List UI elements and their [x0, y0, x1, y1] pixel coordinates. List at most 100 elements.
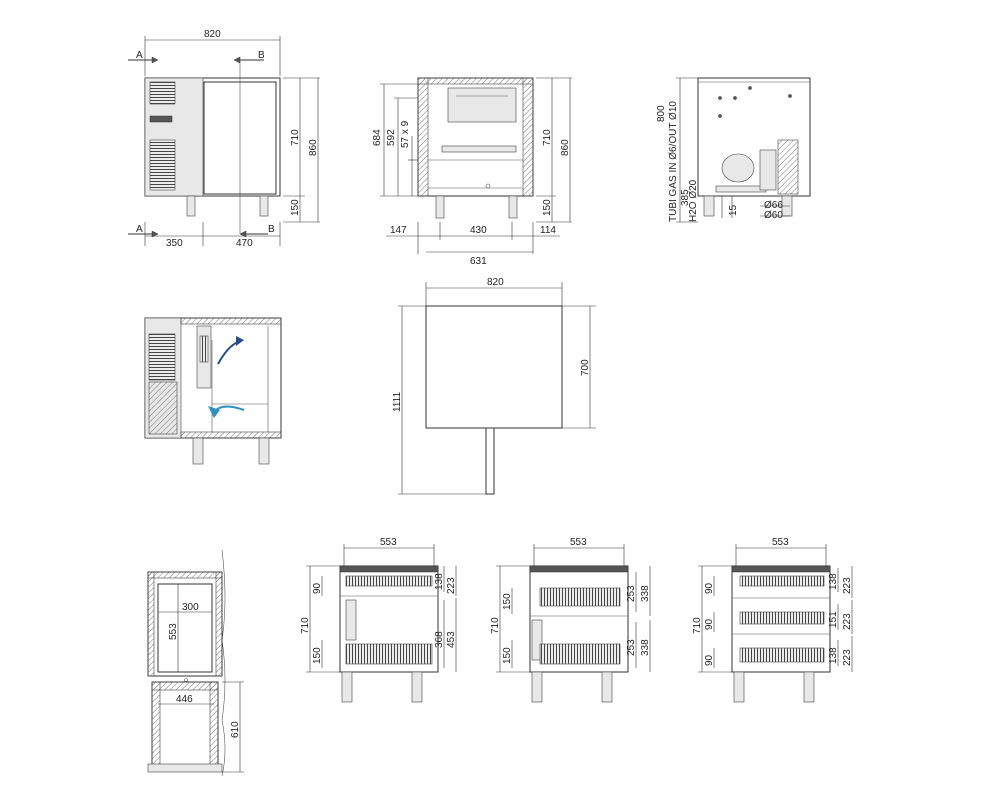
drawer3-mid-gap-label: 90: [704, 618, 715, 630]
drawer2-bottom-drawer: [539, 643, 621, 665]
section-bb-view: 684 592 57 x 9 710 860 150 147 430 114 6…: [372, 77, 572, 267]
section-bb-dim-total: 631: [470, 256, 487, 267]
section-aa-base-width-label: 446: [176, 694, 193, 705]
evaporator-unit: [447, 87, 517, 123]
drawer-config-2: 553 710 150 150 253 338 253 338: [490, 537, 651, 703]
condenser-block: [777, 139, 799, 195]
drawer2-right-dim-1: 253: [626, 585, 637, 602]
drawer3-top-panel: [731, 565, 831, 573]
plan-open-depth-label: 1111: [392, 392, 403, 412]
receiver-unit: [759, 149, 777, 191]
section-aa-base-frame: [151, 681, 219, 771]
section-b-bottom-label: B: [268, 224, 275, 235]
drawer1-bottom-drawer: [345, 643, 433, 665]
section-aa-base-height-label: 610: [230, 721, 241, 738]
side-dia-60-label: Ø60: [764, 210, 783, 221]
drawer1-top-drawer: [345, 575, 433, 587]
side-height-385-label: 385: [680, 189, 691, 206]
side-connections-view: 800 TUBI GAS IN Ø6/OUT Ø10 385 H2O Ø20 1…: [656, 77, 811, 223]
front-view: 820 A A B B 710 860 150: [128, 29, 320, 249]
front-leg-left: [186, 195, 196, 217]
drawer3-top-drawer: [739, 575, 825, 587]
front-right-part-label: 470: [236, 238, 253, 249]
return-air-arrowhead: [208, 406, 220, 418]
shelf: [441, 145, 517, 153]
drawer2-width-label: 553: [570, 537, 587, 548]
front-leg-height-label: 150: [290, 199, 301, 216]
drawer2-top-gap-label: 150: [502, 593, 513, 610]
drawer1-width-label: 553: [380, 537, 397, 548]
front-left-part-label: 350: [166, 238, 183, 249]
airflow-leg-right: [258, 437, 270, 465]
front-leg-right: [259, 195, 269, 217]
plan-view: 820 700 1111: [392, 277, 596, 495]
airflow-leg-left: [192, 437, 204, 465]
drawer3-leg-right: [803, 671, 815, 703]
drawer2-top-drawer: [539, 587, 621, 607]
vent-grille-top: [149, 81, 176, 105]
airflow-fan-coil: [199, 335, 209, 363]
drawer1-leg-right: [411, 671, 423, 703]
compressor: [721, 153, 755, 183]
drawer2-side-slot: [531, 619, 543, 661]
section-a-top-label: A: [136, 50, 143, 61]
drawer3-body-label: 710: [692, 617, 703, 634]
plan-top-outline: [425, 305, 563, 429]
section-a-bottom-label: A: [136, 224, 143, 235]
section-bb-leg-height-label: 150: [542, 199, 553, 216]
section-bb-inner-height-label: 684: [372, 129, 383, 146]
section-bb-dim-right: 114: [540, 225, 556, 236]
section-bb-leg-right: [508, 195, 518, 219]
section-bb-leg-left: [435, 195, 445, 219]
side-tubi-gas-label: TUBI GAS IN Ø6/OUT Ø10: [668, 101, 679, 222]
plan-open-door: [485, 427, 495, 495]
section-bb-body-height-label: 710: [542, 129, 553, 146]
section-bb-dim-mid: 430: [470, 225, 487, 236]
drawer3-middle-drawer: [739, 611, 825, 625]
drawer1-top-panel: [339, 565, 439, 573]
drawer1-right-dim-3: 368: [434, 631, 445, 648]
drawer3-right-dim-6: 223: [842, 649, 853, 666]
drawer3-right-dim-4: 223: [842, 613, 853, 630]
side-h2o-label: H2O Ø20: [688, 179, 699, 222]
section-b-top-label: B: [258, 50, 265, 61]
section-aa-base-plate: [147, 763, 223, 773]
airflow-vent-grille: [148, 333, 176, 381]
drawer2-top-panel: [529, 565, 629, 573]
vent-grille-bottom: [149, 139, 176, 191]
section-bb-dim-left: 147: [390, 225, 407, 236]
drawer-config-3: 553 710 90 90 90 138 223 151 223 138 223: [692, 537, 853, 703]
drawer3-bottom-drawer: [739, 647, 825, 663]
section-bb-guides-label: 57 x 9: [400, 120, 411, 148]
section-bb-shelf-height-label: 592: [386, 129, 397, 146]
compressor-base: [715, 185, 767, 193]
section-aa-inner-height-label: 553: [168, 623, 179, 640]
drawer2-bottom-gap-label: 150: [502, 647, 513, 664]
drawer3-right-dim-2: 223: [842, 577, 853, 594]
drawer3-right-dim-3: 151: [828, 611, 839, 628]
drawer1-leg-left: [341, 671, 353, 703]
drawer3-right-dim-5: 138: [828, 647, 839, 664]
section-aa-inner-width-label: 300: [182, 602, 199, 613]
drawer2-leg-left: [531, 671, 543, 703]
drawer-config-1: 553 710 90 150 138 223 368 453: [300, 537, 457, 703]
drawer2-leg-right: [601, 671, 613, 703]
drawer2-right-dim-2: 338: [640, 585, 651, 602]
drawer2-right-dim-4: 338: [640, 639, 651, 656]
drawer2-body-label: 710: [490, 617, 501, 634]
control-panel-display: [149, 115, 173, 123]
front-body-height-label: 710: [290, 129, 301, 146]
section-aa-inner-cavity: [157, 583, 213, 673]
side-height-800-label: 800: [656, 105, 667, 122]
drawer1-right-dim-2: 223: [446, 577, 457, 594]
drawer2-right-dim-3: 253: [626, 639, 637, 656]
plan-depth-label: 700: [580, 359, 591, 376]
front-total-height-label: 860: [308, 139, 319, 156]
side-dim-15-label: 15: [728, 204, 739, 216]
drawer1-side-slot: [345, 599, 357, 641]
drawer3-right-dim-1: 138: [828, 573, 839, 590]
drawer1-bottom-gap-label: 150: [312, 647, 323, 664]
drawer3-bottom-gap-label: 90: [704, 654, 715, 666]
